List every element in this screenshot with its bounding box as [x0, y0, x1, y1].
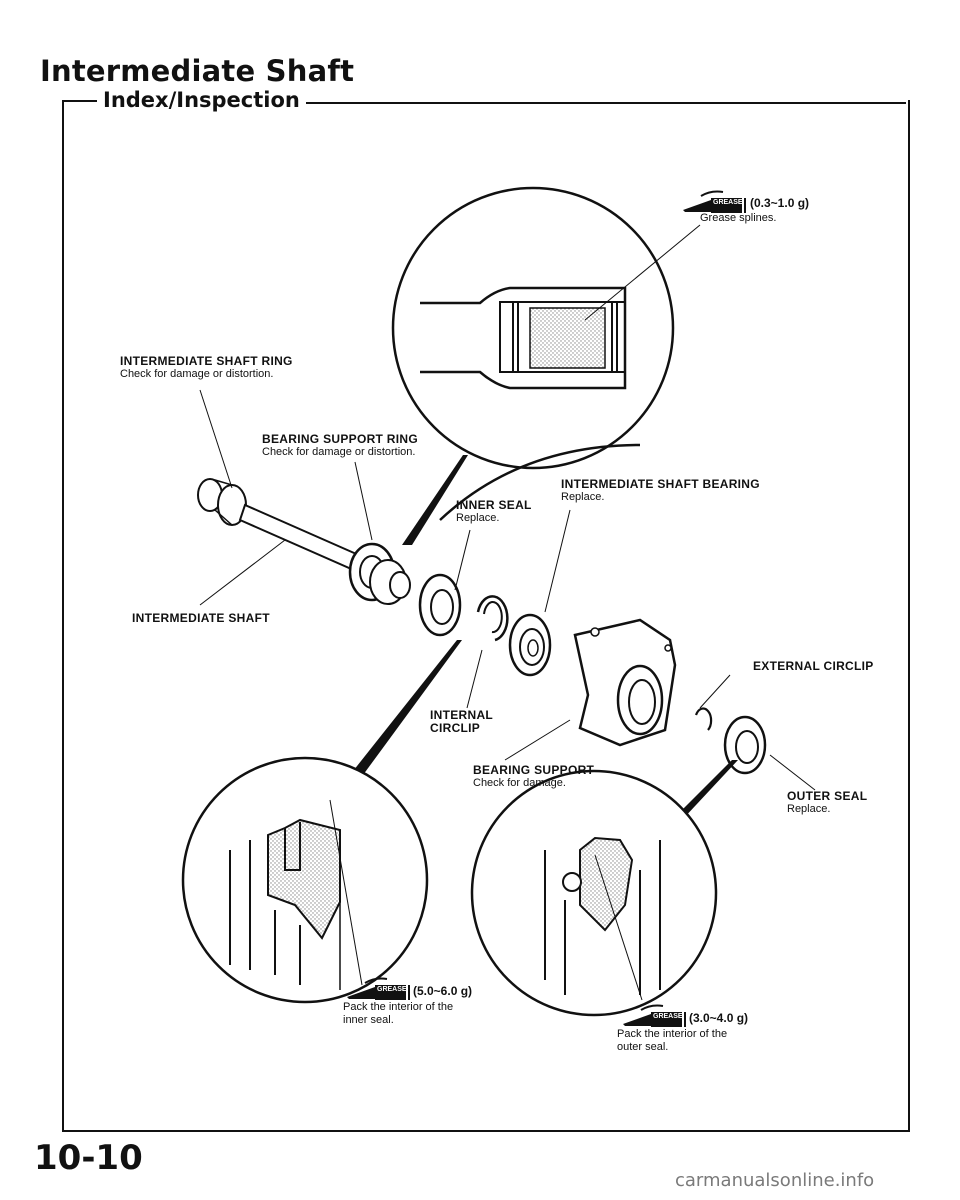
- intermediate-shaft-drawing: [197, 478, 411, 605]
- label-bearing-support-ring: BEARING SUPPORT RING Check for damage or…: [262, 432, 419, 459]
- lower-right-pointer: [672, 760, 738, 820]
- bearing-support-drawing: [573, 618, 677, 747]
- splines-grease-amount: (0.3~1.0 g): [750, 196, 810, 210]
- top-circle-pointer: [402, 455, 468, 545]
- grease-tag: GREASE: [713, 199, 743, 206]
- label-bearing-support: BEARING SUPPORT Check for damage.: [473, 763, 595, 790]
- section-heading: Index/Inspection: [97, 88, 306, 112]
- watermark: carmanualsonline.info: [675, 1170, 875, 1191]
- external-circlip-drawing: [694, 707, 713, 731]
- outer-grease-amount: (3.0~4.0 g): [689, 1011, 749, 1025]
- page-title: Intermediate Shaft: [40, 54, 355, 88]
- leader-lines: [199, 389, 816, 791]
- page-number: 10-10: [34, 1138, 143, 1178]
- label-outer-seal: OUTER SEAL Replace.: [787, 789, 868, 816]
- inner-grease-note-line2: inner seal.: [343, 1014, 394, 1026]
- inner-grease-note-line1: Pack the interior of the: [343, 1001, 454, 1013]
- label-inner-seal: INNER SEAL Replace.: [456, 498, 532, 525]
- outer-grease-note-line1: Pack the interior of the: [617, 1028, 728, 1040]
- content-frame: [62, 100, 910, 1132]
- inner-seal-detail-circle: [181, 756, 429, 1004]
- label-intermediate-shaft: INTERMEDIATE SHAFT: [132, 611, 270, 625]
- outer-seal-drawing: [723, 715, 767, 775]
- splines-detail-circle: [391, 186, 701, 470]
- frame-top-left: [62, 100, 98, 102]
- grease-icon: [347, 977, 410, 1000]
- outer-seal-detail-circle: [470, 769, 718, 1017]
- outer-grease-note-line2: outer seal.: [617, 1041, 669, 1053]
- inner-seal-drawing: [418, 573, 462, 637]
- grease-icon: [683, 190, 746, 213]
- splines-grease-note: Grease splines.: [700, 212, 777, 224]
- label-intermediate-shaft-ring: INTERMEDIATE SHAFT RING Check for damage…: [120, 354, 293, 381]
- label-external-circlip: EXTERNAL CIRCLIP: [753, 659, 874, 673]
- inner-grease-amount: (5.0~6.0 g): [413, 984, 473, 998]
- internal-circlip-drawing: [476, 595, 509, 642]
- grease-tag: GREASE: [653, 1013, 683, 1020]
- label-intermediate-shaft-bearing: INTERMEDIATE SHAFT BEARING Replace.: [561, 477, 760, 504]
- grease-icon: [623, 1004, 686, 1027]
- frame-top-right: [272, 102, 906, 104]
- grease-tag: GREASE: [377, 986, 407, 993]
- lower-left-pointer: [338, 640, 462, 790]
- bearing-drawing: [508, 613, 552, 677]
- label-internal-circlip: INTERNAL CIRCLIP: [430, 708, 494, 735]
